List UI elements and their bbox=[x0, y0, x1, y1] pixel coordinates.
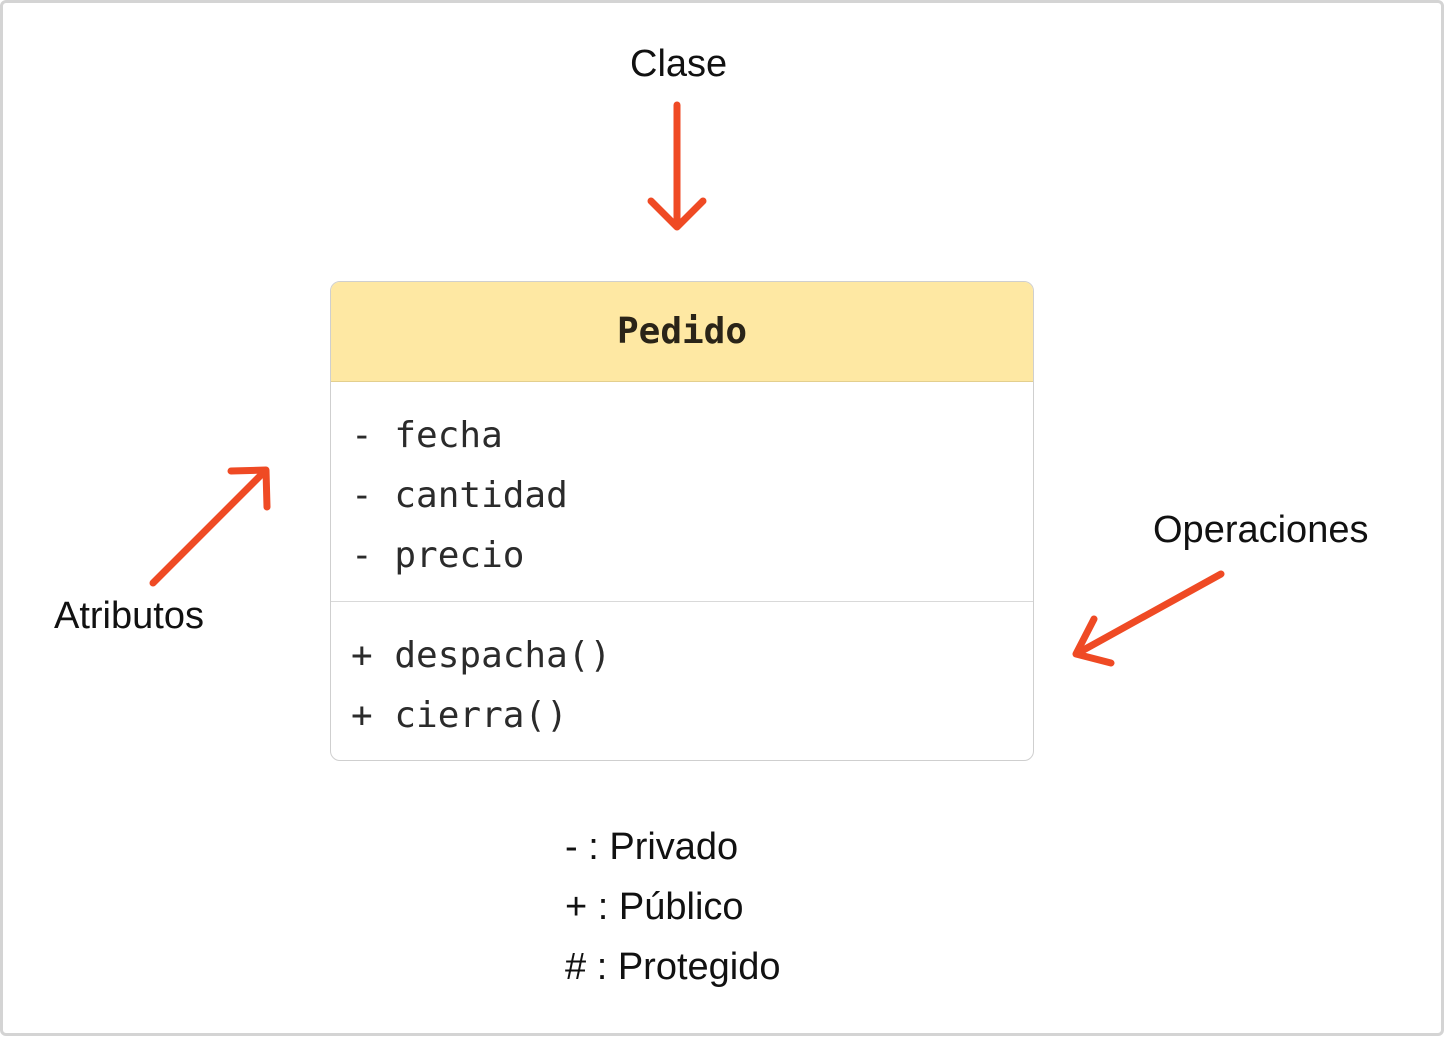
legend-separator: : bbox=[597, 886, 609, 928]
legend-meaning: Protegido bbox=[617, 946, 781, 988]
legend-symbol: # bbox=[565, 946, 587, 988]
attribute-row: - fecha bbox=[351, 410, 1033, 470]
legend-row-public: + : Público bbox=[565, 885, 781, 945]
arrow-to-class-icon bbox=[647, 101, 707, 231]
operations-section: + despacha() + cierra() bbox=[331, 602, 1033, 750]
legend-row-protected: # : Protegido bbox=[565, 945, 781, 1005]
uml-class-box: Pedido - fecha - cantidad - precio + des… bbox=[330, 281, 1034, 761]
class-header: Pedido bbox=[331, 282, 1033, 382]
label-clase: Clase bbox=[630, 43, 728, 85]
visibility-symbol: - bbox=[351, 475, 373, 516]
legend-separator: : bbox=[596, 946, 608, 988]
class-name: Pedido bbox=[616, 311, 748, 352]
visibility-symbol: + bbox=[351, 695, 373, 736]
attribute-name: fecha bbox=[394, 415, 503, 456]
legend-symbol: - bbox=[565, 826, 578, 868]
attribute-row: - precio bbox=[351, 530, 1033, 590]
attributes-section: - fecha - cantidad - precio bbox=[331, 382, 1033, 602]
legend-row-private: - : Privado bbox=[565, 825, 781, 885]
operation-row: + despacha() bbox=[351, 630, 1033, 690]
attribute-name: cantidad bbox=[394, 475, 568, 516]
label-operaciones: Operaciones bbox=[1153, 509, 1369, 551]
visibility-symbol: - bbox=[351, 535, 373, 576]
visibility-symbol: - bbox=[351, 415, 373, 456]
operation-name: despacha() bbox=[394, 635, 612, 676]
visibility-legend: - : Privado + : Público # : Protegido bbox=[565, 825, 781, 1005]
label-atributos: Atributos bbox=[54, 595, 204, 637]
legend-meaning: Privado bbox=[609, 826, 739, 868]
attribute-row: - cantidad bbox=[351, 470, 1033, 530]
arrow-to-attributes-icon bbox=[149, 466, 271, 587]
operation-row: + cierra() bbox=[351, 690, 1033, 750]
legend-separator: : bbox=[588, 826, 599, 868]
attribute-name: precio bbox=[394, 535, 525, 576]
visibility-symbol: + bbox=[351, 635, 373, 676]
legend-meaning: Público bbox=[618, 886, 744, 928]
arrow-to-operations-icon bbox=[1072, 570, 1225, 667]
operation-name: cierra() bbox=[394, 695, 568, 736]
legend-symbol: + bbox=[565, 886, 588, 928]
